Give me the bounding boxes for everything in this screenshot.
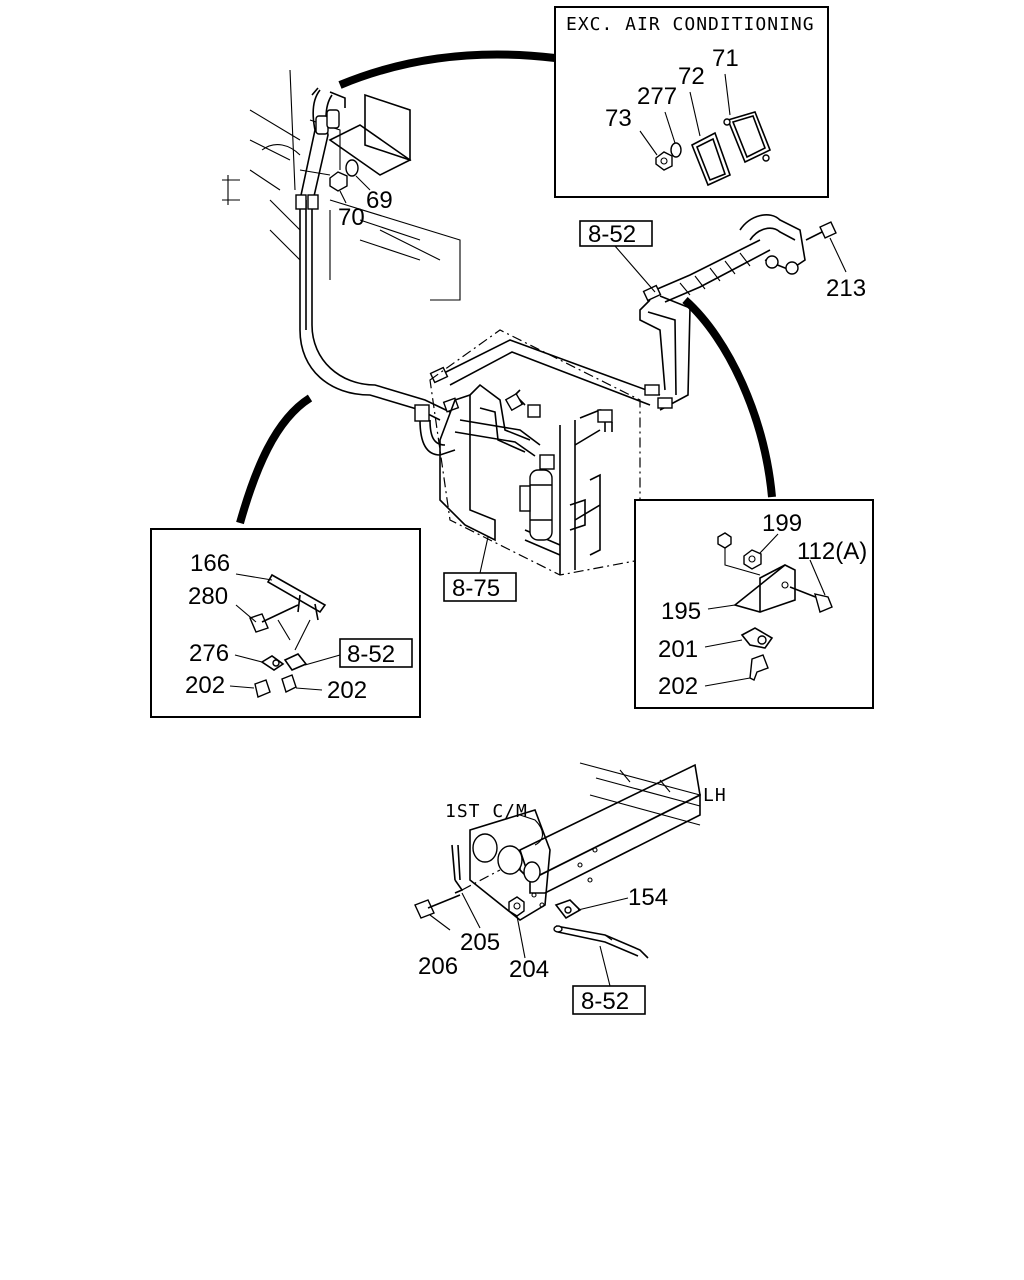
- refrigerant-pipes: [295, 87, 837, 457]
- part-label-202: 202: [658, 673, 698, 700]
- frame-side-label: LH: [703, 785, 727, 806]
- pipe-fitting: [307, 194, 319, 210]
- ref-label-8-52-top: 8-52: [588, 221, 636, 248]
- part-label-71: 71: [712, 45, 739, 72]
- pipe-fitting: [765, 255, 779, 269]
- part-label-204: 204: [509, 956, 549, 983]
- bolt-280: [249, 604, 299, 633]
- part-label-199: 199: [762, 510, 802, 537]
- ref-box-8-52-left[interactable]: [339, 638, 413, 668]
- ref-label-8-52-left: 8-52: [347, 641, 395, 668]
- ref-box-8-52-top[interactable]: [579, 220, 653, 247]
- main-assembly-labels: 69 70 8-52 213 8-75: [329, 159, 866, 602]
- pipe-fitting: [785, 261, 799, 275]
- part-label-70: 70: [338, 204, 365, 231]
- part-label-276: 276: [189, 640, 229, 667]
- part-label-213: 213: [826, 275, 866, 302]
- callout-arc-right: [682, 297, 776, 498]
- part-label-202a: 202: [185, 672, 225, 699]
- pipe-fitting: [326, 109, 340, 129]
- inset-exc-air-conditioning: EXC. AIR CONDITIONING 71 72 277 73: [554, 6, 829, 198]
- ref-label-8-52-bottom: 8-52: [581, 988, 629, 1015]
- inset-left-clip: 166 280 276 202 202 8-52: [150, 528, 421, 718]
- bolt-206: [414, 894, 461, 919]
- inset-right-bracket: 199 112(A) 195 201 202: [634, 499, 874, 709]
- bolt-213: [805, 221, 837, 241]
- pipe-fitting: [315, 115, 329, 135]
- bolt-112a: [789, 586, 833, 613]
- part-label-112a: 112(A): [797, 538, 867, 565]
- part-label-195: 195: [661, 598, 701, 625]
- receiver-drier: [529, 469, 553, 541]
- part-label-166: 166: [190, 550, 230, 577]
- part-label-280: 280: [188, 583, 228, 610]
- part-label-205: 205: [460, 929, 500, 956]
- frame-crossmember-detail: LH 1ST C/M 154 205 206 204 8-52: [414, 762, 727, 1015]
- part-label-73: 73: [605, 105, 632, 132]
- part-label-206: 206: [418, 953, 458, 980]
- crossmember-label: 1ST C/M: [445, 801, 528, 822]
- part-label-154: 154: [628, 884, 668, 911]
- callout-arc-top: [338, 50, 556, 89]
- part-label-277: 277: [637, 83, 677, 110]
- inset-title: EXC. AIR CONDITIONING: [566, 14, 815, 35]
- part-label-69: 69: [366, 187, 393, 214]
- callout-arc-left: [236, 394, 313, 525]
- condenser-assembly: [414, 329, 641, 576]
- part-label-202b: 202: [327, 677, 367, 704]
- ref-box-8-52-bottom[interactable]: [572, 985, 646, 1015]
- ref-label-8-75: 8-75: [452, 575, 500, 602]
- part-label-201: 201: [658, 636, 698, 663]
- part-label-72: 72: [678, 63, 705, 90]
- pipe-fitting: [295, 194, 307, 210]
- ref-box-8-75[interactable]: [443, 572, 517, 602]
